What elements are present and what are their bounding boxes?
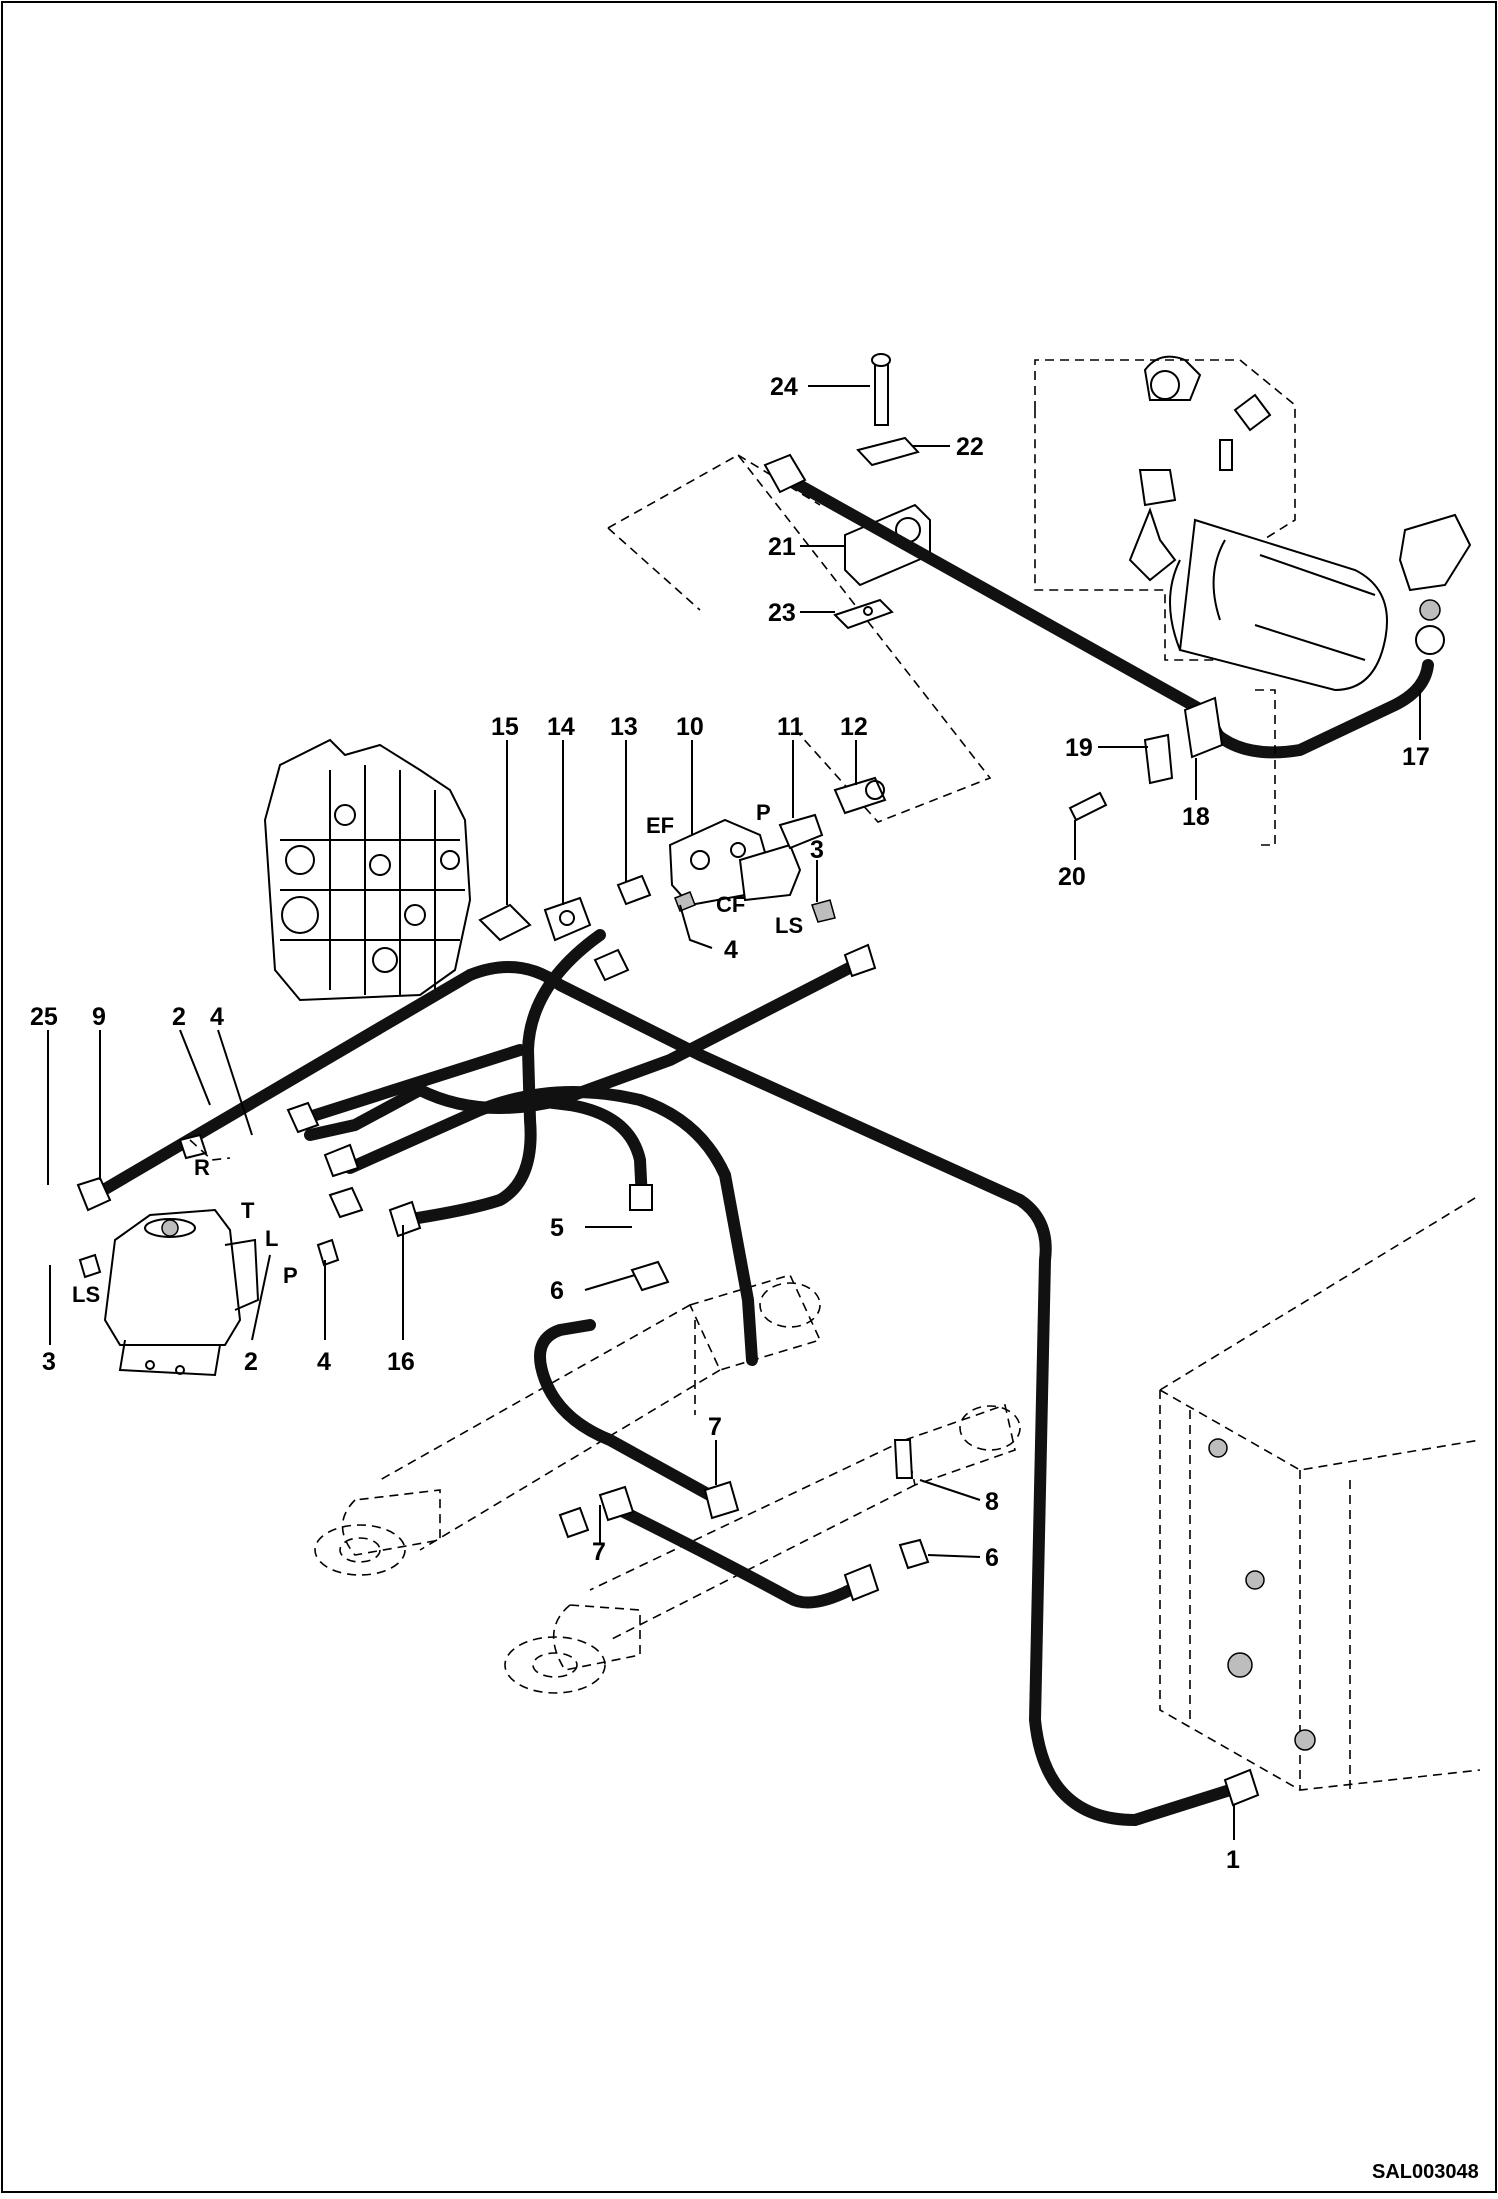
fitting-15 bbox=[478, 903, 532, 942]
callout-12: 12 bbox=[840, 713, 868, 741]
callout-24: 24 bbox=[770, 373, 798, 401]
hose-9 bbox=[89, 961, 1236, 1826]
callout-3-top: 3 bbox=[810, 836, 824, 864]
callout-19: 19 bbox=[1065, 734, 1093, 762]
callout-22: 22 bbox=[956, 433, 984, 461]
steering-cylinder-middle bbox=[314, 1489, 441, 1576]
document-code: SAL003048 bbox=[1372, 2161, 1479, 2183]
hydraulic-tank bbox=[1159, 1194, 1481, 1791]
hose-l-line bbox=[344, 1086, 758, 1366]
port-r: R bbox=[194, 1155, 210, 1180]
hose-r-line bbox=[294, 1044, 526, 1126]
callout-7-top: 7 bbox=[708, 1413, 722, 1441]
callout-25: 25 bbox=[30, 1003, 58, 1031]
callout-13: 13 bbox=[610, 713, 638, 741]
callout-4-bottom: 4 bbox=[317, 1348, 331, 1376]
callout-21: 21 bbox=[768, 533, 796, 561]
port-p-top: P bbox=[756, 800, 771, 825]
port-p-bottom: P bbox=[283, 1263, 298, 1288]
steering-cylinder-lower bbox=[504, 1403, 1021, 1694]
steering-cylinder-upper bbox=[379, 1274, 822, 1551]
bolt-20 bbox=[1068, 791, 1108, 822]
fitting-3-top bbox=[811, 899, 836, 923]
callout-8: 8 bbox=[985, 1488, 999, 1516]
port-cf: CF bbox=[716, 892, 745, 917]
fitting-12 bbox=[833, 776, 887, 815]
control-valve-block bbox=[263, 738, 472, 1002]
priority-valve bbox=[668, 776, 887, 907]
port-t: T bbox=[241, 1198, 255, 1223]
callout-4-top: 4 bbox=[724, 936, 738, 964]
callout-20: 20 bbox=[1058, 863, 1086, 891]
callout-2-bottom: 2 bbox=[244, 1348, 258, 1376]
callout-4-mid: 4 bbox=[210, 1003, 224, 1031]
callout-2-top: 2 bbox=[172, 1003, 186, 1031]
callout-10: 10 bbox=[676, 713, 704, 741]
hose-5 bbox=[524, 1094, 648, 1206]
callout-7-bottom: 7 bbox=[592, 1538, 606, 1566]
callout-16: 16 bbox=[387, 1348, 415, 1376]
plate-19 bbox=[1143, 733, 1174, 785]
hose-fittings bbox=[76, 453, 1260, 1807]
steering-unit bbox=[103, 1208, 260, 1377]
plate-23 bbox=[833, 598, 894, 630]
callout-11: 11 bbox=[777, 713, 804, 741]
fitting-11 bbox=[778, 813, 824, 850]
port-ls-top: LS bbox=[775, 913, 803, 938]
callout-18: 18 bbox=[1182, 803, 1210, 831]
callout-17: 17 bbox=[1402, 743, 1430, 771]
port-l: L bbox=[265, 1226, 278, 1251]
callout-23: 23 bbox=[768, 599, 796, 627]
mount-bracket-outline bbox=[607, 453, 992, 823]
callout-6-top: 6 bbox=[550, 1277, 564, 1305]
callout-leaders bbox=[47, 385, 1421, 1840]
bolt-24 bbox=[874, 359, 889, 426]
hose-17 bbox=[1204, 659, 1434, 759]
callout-1: 1 bbox=[1226, 1846, 1240, 1874]
clamp-assembly bbox=[833, 353, 931, 630]
fitting-14 bbox=[543, 896, 592, 942]
pump-tank-assembly bbox=[1034, 355, 1472, 692]
callout-labels: 24 22 21 23 15 14 13 10 11 12 3 4 19 18 … bbox=[30, 373, 1430, 1874]
block-18 bbox=[1183, 696, 1224, 759]
hose-6-loop bbox=[534, 1319, 721, 1504]
port-ls-bottom: LS bbox=[72, 1282, 100, 1307]
callout-6-bottom: 6 bbox=[985, 1544, 999, 1572]
callout-5: 5 bbox=[550, 1214, 564, 1242]
hose-16 bbox=[399, 929, 606, 1226]
plate-22 bbox=[856, 436, 920, 467]
port-ef: EF bbox=[646, 813, 674, 838]
callout-15: 15 bbox=[491, 713, 519, 741]
port-labels: EF P CF LS R T L P LS bbox=[72, 800, 803, 1307]
hose-main-top bbox=[784, 474, 1211, 718]
callout-9: 9 bbox=[92, 1003, 106, 1031]
fitting-13 bbox=[616, 874, 652, 906]
callout-3-bottom: 3 bbox=[42, 1348, 56, 1376]
callout-14: 14 bbox=[547, 713, 575, 741]
hose-7-lower bbox=[604, 1499, 856, 1609]
